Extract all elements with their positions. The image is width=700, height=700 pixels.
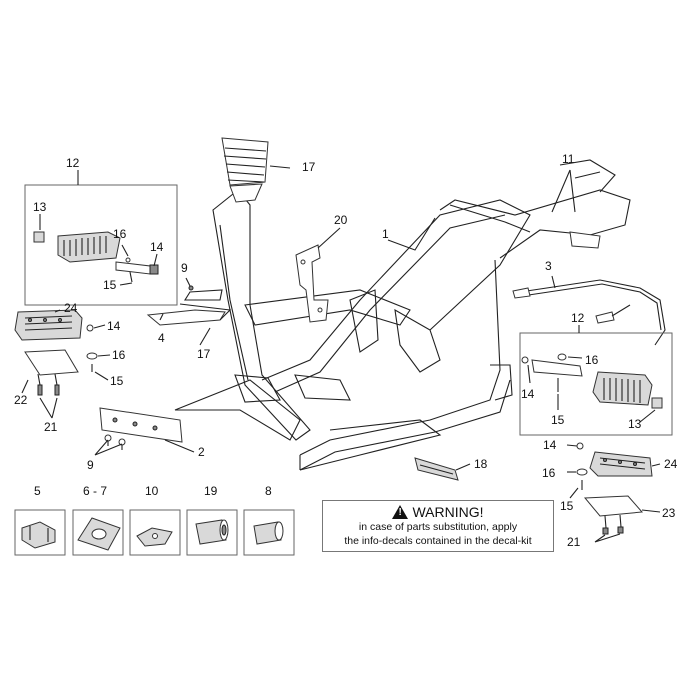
callout-23: 23 (662, 506, 676, 520)
callout-16-mid-left: 16 (112, 348, 126, 362)
callout-6-7: 6 - 7 (83, 484, 107, 498)
warning-triangle-icon (392, 505, 409, 519)
callout-16-lower-right: 16 (542, 466, 556, 480)
callout-14-right-box: 14 (521, 387, 535, 401)
warning-line-2: the info-decals contained in the decal-k… (344, 535, 532, 547)
part-box-19 (186, 509, 238, 556)
callout-21-right: 21 (567, 535, 581, 549)
callout-9-upper: 9 (181, 261, 188, 275)
footrest-24-left (14, 309, 83, 396)
callout-12-left: 12 (66, 156, 80, 170)
callout-18: 18 (474, 457, 488, 471)
callout-1: 1 (382, 227, 389, 241)
washer-16-left (86, 352, 98, 372)
kit-box-12-left (24, 184, 178, 306)
screw-14-left (86, 324, 94, 332)
callout-17-top: 17 (302, 160, 316, 174)
screws-9 (104, 434, 126, 450)
callout-16-upper-left: 16 (113, 227, 127, 241)
callout-4: 4 (158, 331, 165, 345)
callout-22: 22 (14, 393, 28, 407)
cable-3 (512, 279, 666, 346)
callout-15-mid-left: 15 (110, 374, 124, 388)
part-box-8 (243, 509, 295, 556)
callout-16-right-box: 16 (585, 353, 599, 367)
footrest-24-right (583, 451, 653, 535)
part-box-5 (14, 509, 66, 556)
callout-19: 19 (204, 484, 218, 498)
callout-13-left: 13 (33, 200, 47, 214)
warning-title-row: WARNING! (323, 504, 553, 520)
callout-17-lower: 17 (197, 347, 211, 361)
washer-16-right (576, 468, 588, 490)
leader-lines (21, 165, 661, 543)
callout-9-lower: 9 (87, 458, 94, 472)
callout-12-right: 12 (571, 311, 585, 325)
warning-title: WARNING! (412, 504, 484, 520)
pad-18 (414, 457, 459, 481)
callout-14-mid-left: 14 (107, 319, 121, 333)
callout-21-left: 21 (44, 420, 58, 434)
callout-3: 3 (545, 259, 552, 273)
callout-13-right: 13 (628, 417, 642, 431)
warning-notice: WARNING! in case of parts substitution, … (322, 500, 554, 552)
callout-8: 8 (265, 484, 272, 498)
bellows-boot (221, 137, 269, 203)
callout-numbers: 1 2 3 4 5 6 - 7 8 9 9 10 11 12 12 13 13 … (14, 152, 678, 549)
bracket-4 (146, 285, 232, 326)
footrest-left (33, 231, 159, 283)
screw-14-right (576, 442, 584, 450)
callout-15-lower-right: 15 (560, 499, 574, 513)
callout-5: 5 (34, 484, 41, 498)
callout-14-lower-right: 14 (543, 438, 557, 452)
part-box-6-7 (72, 509, 124, 556)
callout-10: 10 (145, 484, 159, 498)
kit-box-12-right (519, 332, 673, 436)
callout-11: 11 (562, 152, 575, 166)
callout-15-right-box: 15 (551, 413, 565, 427)
bracket-20 (295, 244, 329, 323)
callout-24-left: 24 (64, 301, 78, 315)
callout-15-upper-left: 15 (103, 278, 117, 292)
callout-14-upper-left: 14 (150, 240, 164, 254)
warning-line-1: in case of parts substitution, apply (358, 521, 518, 533)
callout-2: 2 (198, 445, 205, 459)
part-box-10 (129, 509, 181, 556)
floor-plate-2 (99, 407, 183, 443)
frame-assembly (174, 137, 631, 471)
footrest-right (521, 353, 663, 409)
callout-20: 20 (334, 213, 348, 227)
callout-24-right: 24 (664, 457, 678, 471)
